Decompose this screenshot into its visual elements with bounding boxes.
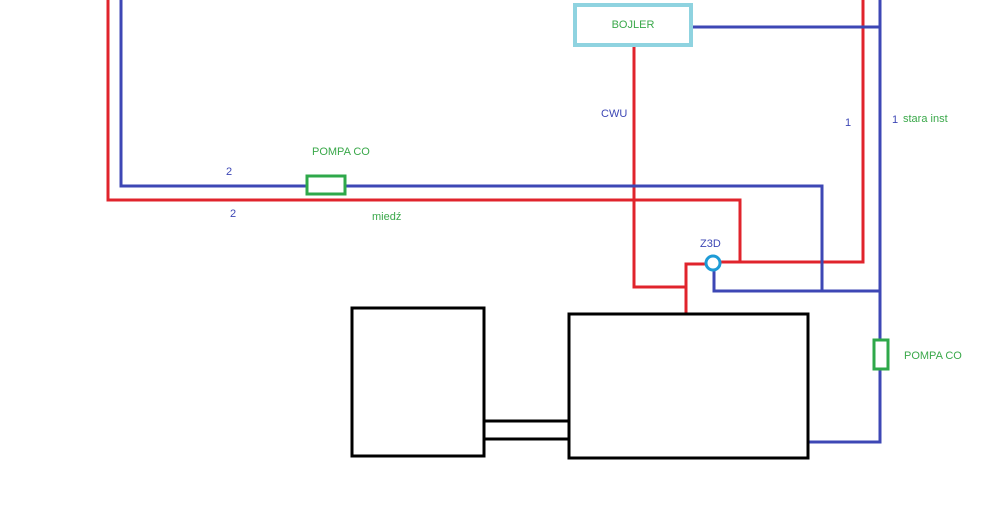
blue-pipe-right-lower [806, 367, 882, 444]
blue-pipe-left-loop [119, 0, 308, 188]
z3d-valve [704, 254, 722, 272]
blue-pipe-valve-bypass [712, 268, 882, 293]
pipe-number-2-bottom: 2 [230, 208, 237, 220]
pump-left-label: POMPA CO [312, 146, 370, 158]
bojler-label: BOJLER [611, 18, 655, 31]
pump-left [305, 174, 347, 196]
pump-right [872, 338, 890, 371]
stara-inst-label: stara inst [903, 113, 948, 125]
red-pipe-boiler-riser [684, 262, 708, 317]
pipe-number-2-top: 2 [226, 166, 233, 178]
boiler-box [573, 3, 693, 47]
left-tank [350, 306, 486, 458]
cwu-label: CWU [601, 108, 628, 120]
blue-pipe-main [343, 184, 824, 293]
main-boiler [567, 312, 810, 460]
bojler-label-wrap: BOJLER [575, 5, 691, 45]
red-pipe-right-riser [719, 0, 865, 264]
red-pipe-cwu [632, 43, 688, 289]
miedz-label: miedź [372, 211, 402, 223]
pipe-number-1-right: 1 [892, 114, 899, 126]
pipe-number-1-left: 1 [845, 117, 852, 129]
pump-right-label: POMPA CO [904, 350, 962, 362]
red-pipe-left-loop [106, 0, 742, 264]
z3d-label: Z3D [700, 238, 721, 250]
